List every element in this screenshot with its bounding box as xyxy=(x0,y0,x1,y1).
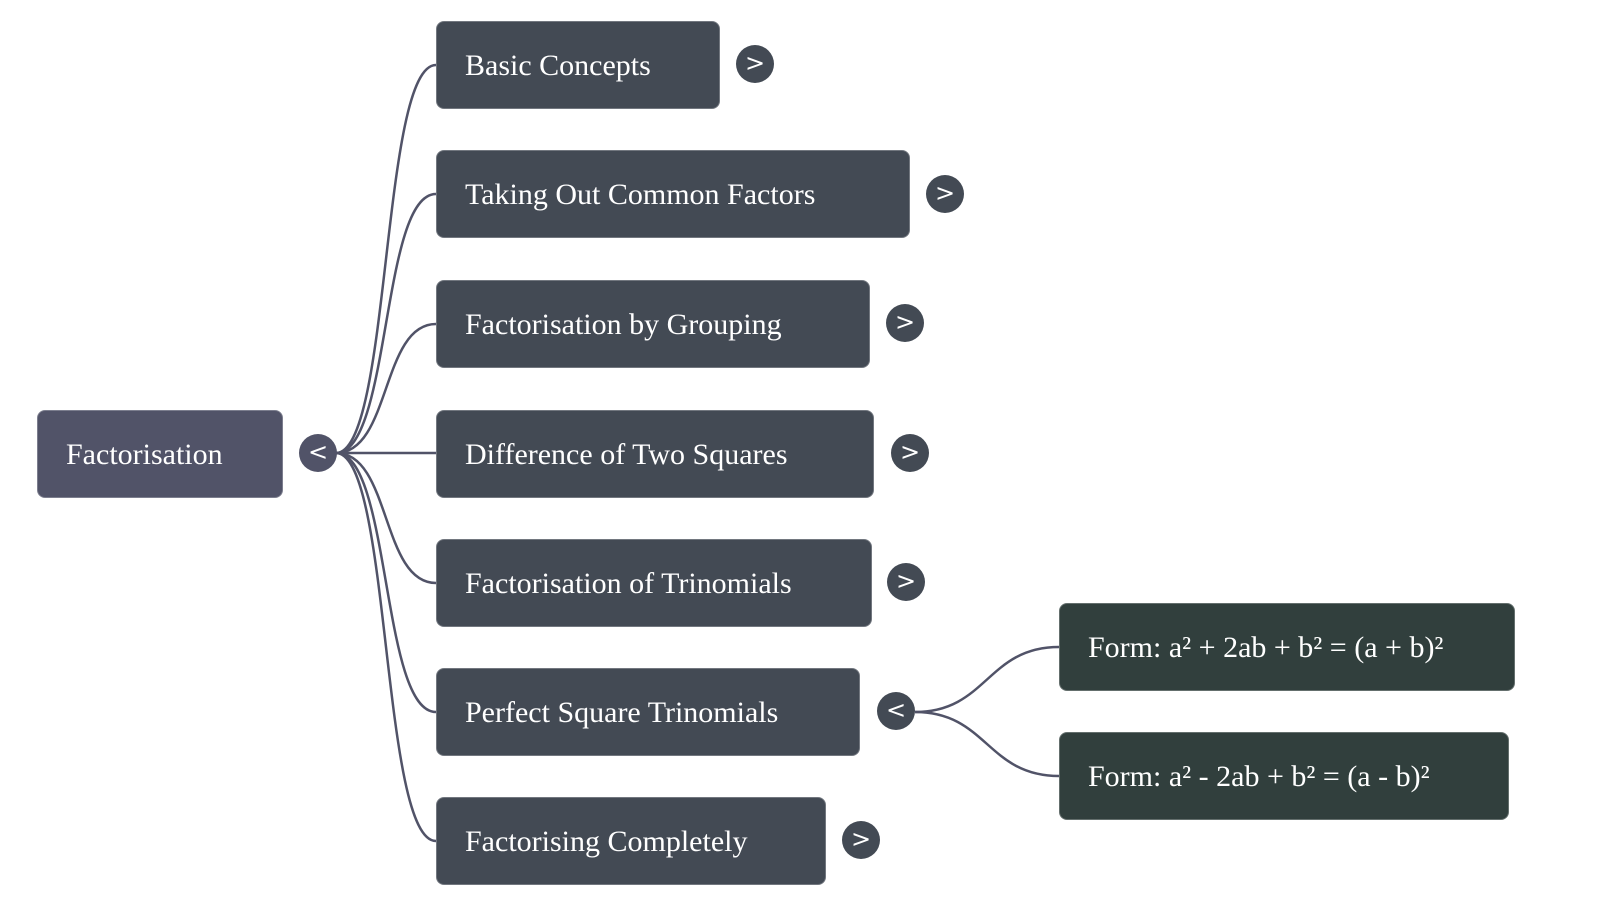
branch-node-factorising-completely[interactable]: Factorising Completely xyxy=(436,797,826,885)
chevron-left-icon: < xyxy=(307,438,329,466)
leaf-node-label: Form: a² - 2ab + b² = (a - b)² xyxy=(1088,760,1430,793)
connector-root-branch xyxy=(335,451,437,843)
connector-branch-leaf xyxy=(914,710,1060,778)
branch-node-label: Factorisation of Trinomials xyxy=(465,567,792,600)
branch-node-two-squares[interactable]: Difference of Two Squares xyxy=(436,410,874,498)
chevron-right-icon: > xyxy=(894,308,916,336)
branch-node-grouping[interactable]: Factorisation by Grouping xyxy=(436,280,870,368)
chevron-right-icon: > xyxy=(850,825,872,853)
connector-root-branch xyxy=(335,451,437,714)
branch-node-label: Difference of Two Squares xyxy=(465,438,788,471)
root-node[interactable]: Factorisation xyxy=(37,410,283,498)
expand-toggle-trinomials[interactable]: > xyxy=(887,563,925,601)
connector-root-branch xyxy=(335,192,437,455)
chevron-right-icon: > xyxy=(934,179,956,207)
connector-root-branch xyxy=(335,63,437,455)
connector-root-branch xyxy=(335,322,437,455)
expand-toggle-basic-concepts[interactable]: > xyxy=(736,45,774,83)
branch-node-label: Basic Concepts xyxy=(465,49,651,82)
collapse-toggle-perfect-square[interactable]: < xyxy=(877,692,915,730)
chevron-right-icon: > xyxy=(895,567,917,595)
branch-node-label: Factorisation by Grouping xyxy=(465,308,782,341)
branch-node-trinomials[interactable]: Factorisation of Trinomials xyxy=(436,539,872,627)
expand-toggle-factorising-completely[interactable]: > xyxy=(842,821,880,859)
branch-node-label: Factorising Completely xyxy=(465,825,748,858)
expand-toggle-grouping[interactable]: > xyxy=(886,304,924,342)
connector-root-branch xyxy=(335,451,437,585)
root-collapse-toggle[interactable]: < xyxy=(299,434,337,472)
leaf-node-sum-square[interactable]: Form: a² + 2ab + b² = (a + b)² xyxy=(1059,603,1515,691)
root-node-label: Factorisation xyxy=(66,438,223,471)
chevron-right-icon: > xyxy=(899,438,921,466)
chevron-left-icon: < xyxy=(885,696,907,724)
branch-node-basic-concepts[interactable]: Basic Concepts xyxy=(436,21,720,109)
branch-node-perfect-square[interactable]: Perfect Square Trinomials xyxy=(436,668,860,756)
expand-toggle-two-squares[interactable]: > xyxy=(891,434,929,472)
expand-toggle-common-factors[interactable]: > xyxy=(926,175,964,213)
branch-node-common-factors[interactable]: Taking Out Common Factors xyxy=(436,150,910,238)
branch-node-label: Taking Out Common Factors xyxy=(465,178,816,211)
chevron-right-icon: > xyxy=(744,49,766,77)
leaf-node-label: Form: a² + 2ab + b² = (a + b)² xyxy=(1088,631,1444,664)
connector-branch-leaf xyxy=(914,645,1060,714)
branch-node-label: Perfect Square Trinomials xyxy=(465,696,779,729)
leaf-node-difference-square[interactable]: Form: a² - 2ab + b² = (a - b)² xyxy=(1059,732,1509,820)
